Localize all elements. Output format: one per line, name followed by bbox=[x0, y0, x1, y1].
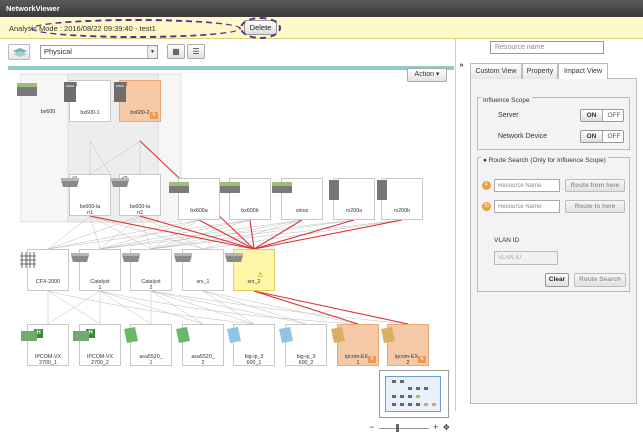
zoom-control: − + ✥ bbox=[369, 423, 459, 433]
list-icon: ☰ bbox=[192, 47, 200, 56]
node-bx600a[interactable]: bx600a bbox=[169, 178, 220, 220]
resource-search-input[interactable] bbox=[490, 41, 604, 54]
minimap-node bbox=[408, 387, 412, 390]
network-device-toggle[interactable]: ON OFF bbox=[580, 130, 624, 143]
node-bx600b[interactable]: bx600b bbox=[220, 178, 271, 220]
minimap-node bbox=[408, 403, 412, 406]
route-from-button[interactable]: Route from here bbox=[565, 179, 625, 192]
minimap-node bbox=[392, 403, 396, 406]
minimap[interactable] bbox=[379, 370, 449, 418]
clear-button[interactable]: Clear bbox=[545, 273, 569, 287]
app-title: NetworkViewer bbox=[0, 0, 643, 17]
grid-icon: ▦ bbox=[172, 47, 180, 56]
link-badge-icon: ↯ bbox=[150, 112, 158, 119]
route-to-button[interactable]: Route to here bbox=[565, 200, 625, 213]
zoom-slider-thumb[interactable] bbox=[396, 424, 399, 432]
topology-toolbar: Physical ▼ ▦ ☰ bbox=[0, 39, 456, 65]
route-from-input[interactable] bbox=[494, 179, 560, 192]
node-ipcom-ex-2[interactable]: ipcom-EX_ 2 ↯ bbox=[381, 324, 429, 366]
right-panel: Custom View Property Impact View Influen… bbox=[466, 39, 643, 411]
route-search-button[interactable]: Route Search bbox=[574, 273, 626, 287]
chevron-down-icon: ▼ bbox=[147, 46, 157, 58]
network-off[interactable]: OFF bbox=[607, 133, 621, 140]
tab-custom-view[interactable]: Custom View bbox=[470, 63, 522, 79]
node-bx600-lan2[interactable]: #2 bx600-la n2 bbox=[111, 174, 161, 216]
link-badge-icon: ↯ bbox=[368, 356, 376, 363]
node-catalyst-2[interactable]: Catalyst 2 bbox=[122, 249, 172, 291]
node-big-ip-2[interactable]: big-ip_3 600_2 bbox=[279, 324, 327, 366]
node-rx200a[interactable]: rx200a bbox=[329, 178, 375, 220]
node-srx-1[interactable]: srx_1 bbox=[174, 249, 224, 291]
minimap-node bbox=[416, 403, 420, 406]
warning-icon: ⚠ bbox=[257, 272, 264, 279]
grid-view-button[interactable]: ▦ bbox=[167, 44, 185, 59]
node-bx600-1[interactable]: #1 bx600-1 bbox=[64, 80, 111, 122]
node-asa5520-2[interactable]: asa5520_ 2 bbox=[176, 324, 224, 366]
server-on[interactable]: ON bbox=[581, 110, 603, 121]
minimap-node bbox=[408, 395, 412, 398]
topology-canvas[interactable]: bx600 ↯ #1 bx600-1 #2 bx600-2 ↯ #1 bx600… bbox=[6, 70, 454, 402]
view-select-value: Physical bbox=[44, 47, 72, 56]
node-catalyst-1[interactable]: Catalyst 1 bbox=[71, 249, 121, 291]
minimap-node bbox=[416, 395, 420, 398]
server-off[interactable]: OFF bbox=[607, 112, 621, 119]
tab-impact-view[interactable]: Impact View bbox=[558, 63, 608, 80]
panel-tabs: Custom View Property Impact View bbox=[470, 63, 637, 80]
collapse-panel-icon[interactable]: » bbox=[459, 62, 464, 69]
vlan-id-input[interactable] bbox=[494, 251, 558, 265]
route-search-title-text: Route Search (Only for Influence Scope) bbox=[488, 157, 606, 164]
server-toggle[interactable]: ON OFF bbox=[580, 109, 624, 122]
ipcom-icon: H bbox=[34, 329, 43, 338]
node-sirius[interactable]: sirius bbox=[272, 178, 323, 220]
zoom-slider-track[interactable] bbox=[379, 428, 429, 429]
route-search-group: ● Route Search (Only for Influence Scope… bbox=[477, 157, 630, 292]
zoom-out-icon[interactable]: − bbox=[369, 422, 375, 432]
minimap-node bbox=[400, 395, 404, 398]
fit-to-screen-icon[interactable]: ✥ bbox=[443, 423, 450, 432]
zoom-in-icon[interactable]: + bbox=[433, 422, 439, 432]
node-ipcom-vx-2[interactable]: H IPCOM-VX 2700_2 bbox=[73, 324, 121, 366]
minimap-node bbox=[392, 380, 396, 383]
minimap-node bbox=[400, 403, 404, 406]
node-srx-2[interactable]: ⚠ srx_2 bbox=[225, 249, 275, 291]
network-on[interactable]: ON bbox=[581, 131, 603, 142]
vlan-id-label: VLAN ID bbox=[494, 237, 520, 244]
layer-icon[interactable] bbox=[8, 44, 30, 60]
minimap-node bbox=[424, 387, 428, 390]
influence-scope-title: Influence Scope bbox=[481, 97, 532, 104]
analysis-mode-bar: Analysis Mode : 2016/08/22 09:39:40 - te… bbox=[0, 17, 643, 39]
route-search-title: ● Route Search (Only for Influence Scope… bbox=[481, 157, 608, 164]
view-select[interactable]: Physical ▼ bbox=[40, 45, 158, 59]
minimap-node bbox=[392, 395, 396, 398]
node-rx200b[interactable]: rx200b bbox=[377, 178, 423, 220]
node-asa5520-1[interactable]: asa5520_ 1 bbox=[124, 324, 172, 366]
ipcom-icon: H bbox=[86, 329, 95, 338]
route-to-icon: To bbox=[482, 202, 491, 211]
node-ipcom-vx-1[interactable]: H IPCOM-VX 2700_1 bbox=[21, 324, 69, 366]
node-bx600-lan1[interactable]: #1 bx600-la n1 bbox=[61, 174, 111, 216]
node-big-ip-1[interactable]: big-ip_3 600_1 bbox=[227, 324, 275, 366]
annotation-ellipse-mode bbox=[31, 19, 241, 38]
route-from-icon: F bbox=[482, 181, 491, 190]
link-badge-icon: ↯ bbox=[418, 356, 426, 363]
impact-view-panel: Influence Scope Server ON OFF Network De… bbox=[470, 79, 637, 404]
network-device-label: Network Device bbox=[498, 133, 548, 140]
node-cfx-2000[interactable]: CFX-2000 bbox=[20, 249, 69, 291]
list-view-button[interactable]: ☰ bbox=[187, 44, 205, 59]
minimap-node bbox=[432, 403, 436, 406]
topology-pane: Physical ▼ ▦ ☰ bbox=[0, 39, 456, 432]
route-to-input[interactable] bbox=[494, 200, 560, 213]
annotation-ellipse-delete bbox=[240, 17, 281, 39]
node-bx600-2[interactable]: #2 bx600-2 ↯ bbox=[114, 80, 161, 122]
influence-scope-group: Influence Scope Server ON OFF Network De… bbox=[477, 97, 630, 150]
minimap-node bbox=[424, 403, 428, 406]
tab-property[interactable]: Property bbox=[522, 63, 558, 79]
action-menu-button[interactable]: Action ▾ bbox=[407, 68, 447, 82]
minimap-node bbox=[400, 380, 404, 383]
node-ipcom-ex-1[interactable]: ipcom-EX_ 1 ↯ bbox=[331, 324, 379, 366]
minimap-node bbox=[416, 387, 420, 390]
toolbar-divider bbox=[8, 66, 454, 70]
server-label: Server bbox=[498, 112, 519, 119]
